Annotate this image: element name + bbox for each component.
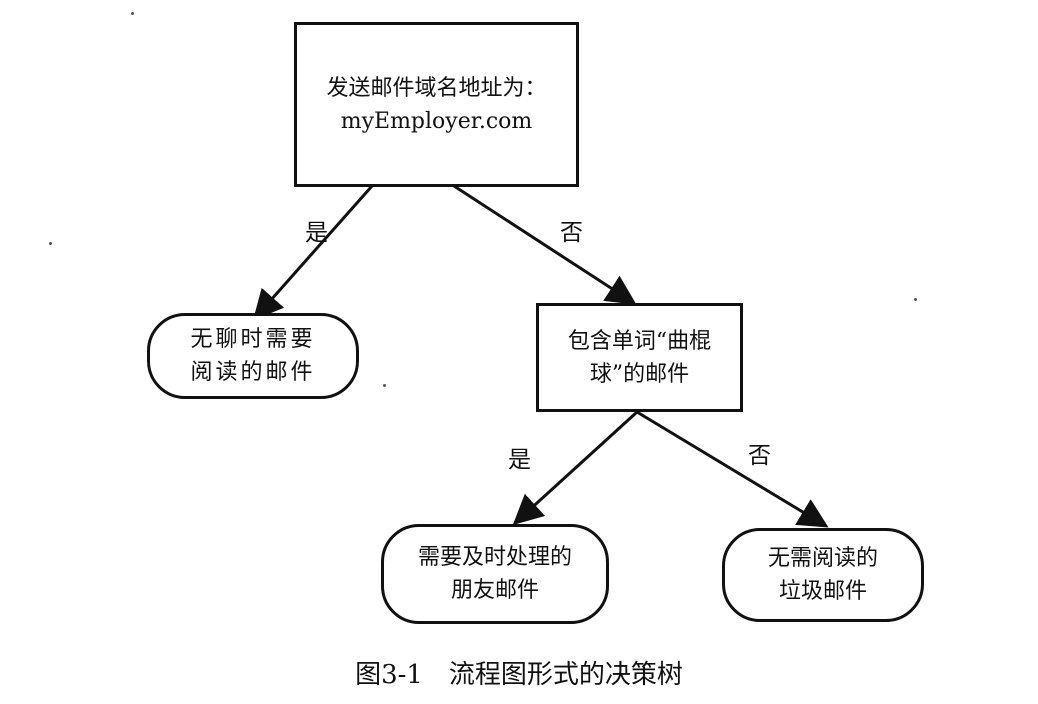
leaf-spam-line-2: 垃圾邮件 (778, 579, 867, 604)
scan-speck (383, 384, 386, 387)
leaf-spam-node: 无需阅读的 垃圾邮件 (722, 528, 924, 622)
scan-speck (131, 12, 134, 15)
root-node: 发送邮件域名地址为： myEmployer.com (294, 22, 579, 187)
leaf-spam-line-1: 无需阅读的 (767, 546, 878, 571)
scan-speck (49, 242, 52, 245)
root-node-line-2: myEmployer.com (340, 108, 533, 134)
edge-hockey-no-label: 否 (748, 443, 771, 469)
edge-root-yes-label: 是 (305, 220, 328, 246)
edge-root-no-arrow (453, 184, 637, 305)
leaf-friend-node: 需要及时处理的 朋友邮件 (381, 524, 609, 624)
edge-hockey-no-arrow (636, 410, 829, 528)
edge-root-yes-arrow (253, 185, 374, 321)
leaf-friend-line-2: 朋友邮件 (450, 578, 539, 603)
leaf-boring-line-1: 无聊时需要 (190, 327, 316, 352)
hockey-node-line-2: 球”的邮件 (589, 361, 690, 387)
edge-hockey-yes-arrow (512, 410, 639, 526)
leaf-boring-node: 无聊时需要 阅读的邮件 (147, 313, 359, 399)
edge-hockey-yes-label: 是 (508, 447, 531, 473)
hockey-node: 包含单词“曲棍 球”的邮件 (536, 303, 743, 412)
leaf-boring-line-2: 阅读的邮件 (190, 360, 316, 385)
leaf-friend-line-1: 需要及时处理的 (417, 545, 572, 570)
hockey-node-line-1: 包含单词“曲棍 (567, 328, 712, 354)
figure-caption: 图3-1 流程图形式的决策树 (355, 660, 683, 690)
edge-root-no-label: 否 (560, 220, 583, 246)
scan-speck (914, 298, 917, 301)
root-node-line-1: 发送邮件域名地址为： (326, 75, 547, 101)
